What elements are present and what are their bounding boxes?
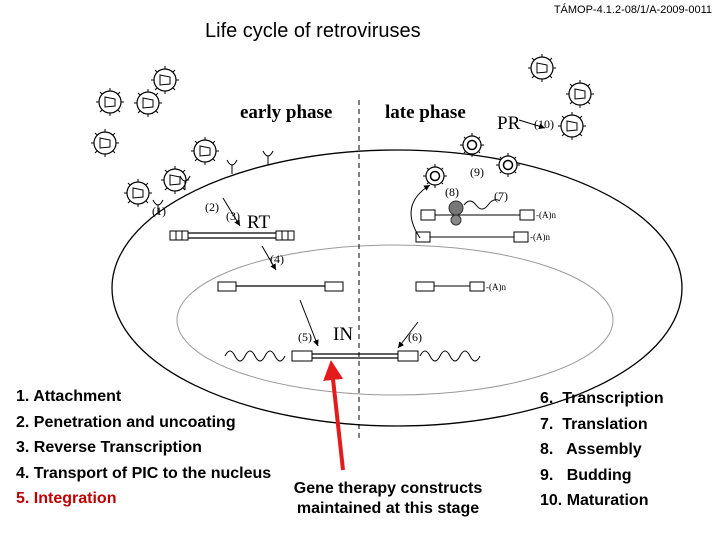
gene-therapy-callout: Gene therapy constructs maintained at th… [283,479,493,519]
receptor-icon [262,150,274,166]
step-item: 6. Transcription [540,390,664,407]
project-code: TÁMOP-4.1.2-08/1/A-2009-0011 [553,4,712,16]
late-steps-list: 6. Transcription 7. Translation 8. Assem… [540,386,664,514]
step-item: 3. Reverse Transcription [16,439,202,456]
virion-icon [123,178,153,208]
callout-line-2: maintained at this stage [296,500,480,517]
nucleus-membrane [176,244,614,396]
virion-icon [527,53,557,83]
late-phase-label: late phase [385,102,466,123]
virion-icon [565,79,595,109]
step-marker-4: (4) [270,252,284,266]
receptor-icon [226,159,238,175]
step-marker-7: (7) [494,189,508,203]
step-item: 9. Budding [540,466,632,484]
poly-a-tail: -(A)n [486,282,506,292]
virion-icon [190,136,220,166]
callout-arrow [323,360,345,471]
step-marker-8: (8) [445,185,459,199]
nascent-protein [463,199,501,210]
integrated-provirus [224,350,481,362]
step-marker-6: (6) [408,330,422,344]
cell-membrane [111,149,683,427]
ribosome-large [448,200,464,216]
step-item: 10. Maturation [540,492,649,509]
pic-dna [217,281,344,292]
step-marker-1: (1) [152,204,166,218]
mrna-nuclear: -(A)n [415,281,506,292]
svg-text:-(A)n: -(A)n [536,210,556,220]
callout-line-1: Gene therapy constructs [293,480,483,497]
step-marker-3: (3) [226,209,240,223]
step-item: 4. Transport of PIC to the nucleus [16,464,272,482]
virion-icon [150,65,180,95]
step-marker-2: (2) [205,200,219,214]
step-marker-5: (5) [298,330,312,344]
virion-icon [90,128,120,158]
early-phase-label: early phase [240,102,332,123]
early-steps-list: 1. Attachment 2. Penetration and uncoati… [16,384,271,512]
step-marker-10: (10) [534,117,554,131]
step-item: 1. Attachment [16,388,122,405]
double-strand-dna [169,230,295,241]
in-label: IN [333,324,353,345]
ribosome-small [450,214,462,226]
mrna-cytoplasm: -(A)n -(A)n [415,209,556,243]
step-item: 7. Translation [540,415,648,433]
virion-icon [95,87,125,117]
svg-text:-(A)n: -(A)n [530,232,550,242]
step-item: 8. Assembly [540,441,642,458]
budding-virion-icon [422,163,448,189]
step-item-highlighted: 5. Integration [16,490,117,507]
slide-title: Life cycle of retroviruses [205,20,421,42]
step-marker-9: (9) [470,165,484,179]
step-item: 2. Penetration and uncoating [16,413,236,431]
virion-icon [557,111,587,141]
rt-label: RT [247,212,271,233]
budding-virion-icon [495,152,521,178]
virion-icon [133,88,163,118]
pr-label: PR [497,113,521,134]
